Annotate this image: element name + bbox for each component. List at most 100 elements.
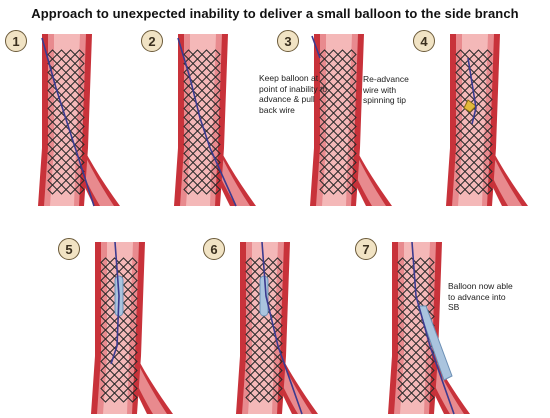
stent-strut xyxy=(210,139,221,150)
stent-strut xyxy=(272,293,283,304)
stent-strut xyxy=(482,94,493,105)
stent-strut xyxy=(346,76,357,87)
stent-strut xyxy=(74,67,85,78)
stent-strut xyxy=(272,365,283,376)
stent-strut xyxy=(127,356,138,367)
stent-strut xyxy=(210,112,221,123)
step-number-badge: 7 xyxy=(355,238,377,260)
vessel-illustration xyxy=(174,34,256,207)
stent-strut xyxy=(210,157,221,168)
stent-strut xyxy=(424,365,435,376)
stent-strut xyxy=(210,121,221,132)
stent-strut xyxy=(346,139,357,150)
stent-strut xyxy=(482,157,493,168)
balloon-body xyxy=(417,305,453,381)
stent-strut xyxy=(346,85,357,96)
stent-strut xyxy=(346,148,357,159)
stent-strut xyxy=(272,284,283,295)
stent-strut xyxy=(210,49,221,60)
stent-strut xyxy=(424,293,435,304)
stent-strut xyxy=(346,94,357,105)
guide-wire xyxy=(311,35,321,59)
stent-strut xyxy=(210,130,221,141)
stent-strut xyxy=(482,67,493,78)
figure-title: Approach to unexpected inability to deli… xyxy=(31,6,519,21)
step-3-note: Re-advance wire with spinning tip xyxy=(363,74,409,105)
stent-strut xyxy=(127,338,138,349)
stent-mesh xyxy=(183,49,221,195)
vessel-illustration xyxy=(91,241,173,414)
stent-strut xyxy=(127,365,138,376)
stent-strut xyxy=(424,374,435,385)
stent-strut xyxy=(482,175,493,186)
stent-strut xyxy=(127,266,138,277)
stent-strut xyxy=(424,356,435,367)
stent-strut xyxy=(127,293,138,304)
vessel-illustration xyxy=(38,34,120,207)
step-number-badge: 3 xyxy=(277,30,299,52)
stent-strut xyxy=(210,184,221,195)
stent-strut xyxy=(272,374,283,385)
stent-strut xyxy=(346,67,357,78)
step-number-badge: 2 xyxy=(141,30,163,52)
stent-strut xyxy=(74,121,85,132)
stent-strut xyxy=(74,103,85,114)
step-panel-1: 1 xyxy=(2,28,132,208)
stent-strut xyxy=(74,58,85,69)
step-panel-4: 4 xyxy=(410,28,540,208)
step-number-badge: 5 xyxy=(58,238,80,260)
stent-strut xyxy=(482,49,493,60)
guide-wire xyxy=(41,37,95,207)
stent-strut xyxy=(272,275,283,286)
balloon-catheter xyxy=(417,305,453,381)
guide-wire xyxy=(467,57,477,125)
stent-strut xyxy=(346,166,357,177)
stent-strut xyxy=(74,112,85,123)
stent-strut xyxy=(346,175,357,186)
stent-strut xyxy=(482,121,493,132)
stent-strut xyxy=(424,266,435,277)
stent-strut xyxy=(482,85,493,96)
stent-strut xyxy=(346,58,357,69)
stent-strut xyxy=(210,76,221,87)
stent-strut xyxy=(272,356,283,367)
stent-strut xyxy=(272,392,283,403)
stent-strut xyxy=(210,67,221,78)
stent-strut xyxy=(127,347,138,358)
guide-wire xyxy=(177,37,237,207)
step-7-note: Balloon now able to advance into SB xyxy=(448,281,513,312)
balloon-tip-marker xyxy=(463,99,477,113)
stent-strut xyxy=(346,49,357,60)
vessel-illustration xyxy=(388,241,470,415)
stent-strut xyxy=(74,94,85,105)
stent-strut xyxy=(127,257,138,268)
step-panel-7: 7 xyxy=(352,236,482,416)
stent-strut xyxy=(272,347,283,358)
step-number-badge: 4 xyxy=(413,30,435,52)
stent-strut xyxy=(74,76,85,87)
step-panel-5: 5 xyxy=(55,236,185,416)
stent-strut xyxy=(346,184,357,195)
stent-strut xyxy=(346,112,357,123)
stent-strut xyxy=(482,184,493,195)
stent-strut xyxy=(74,49,85,60)
step-panel-3: 3 xyxy=(274,28,404,208)
step-panel-2: 2 xyxy=(138,28,268,208)
stent-strut xyxy=(482,76,493,87)
stent-strut xyxy=(482,139,493,150)
stent-strut xyxy=(74,166,85,177)
stent-strut xyxy=(482,58,493,69)
stent-strut xyxy=(272,311,283,322)
stent-strut xyxy=(346,157,357,168)
stent-strut xyxy=(346,103,357,114)
stent-strut xyxy=(210,103,221,114)
stent-strut xyxy=(74,130,85,141)
stent-strut xyxy=(482,130,493,141)
stent-strut xyxy=(272,320,283,331)
guide-wire xyxy=(110,241,120,365)
stent-strut xyxy=(74,139,85,150)
stent-mesh xyxy=(319,49,357,195)
stent-mesh xyxy=(397,257,435,403)
stent-strut xyxy=(127,329,138,340)
stent-strut xyxy=(272,266,283,277)
